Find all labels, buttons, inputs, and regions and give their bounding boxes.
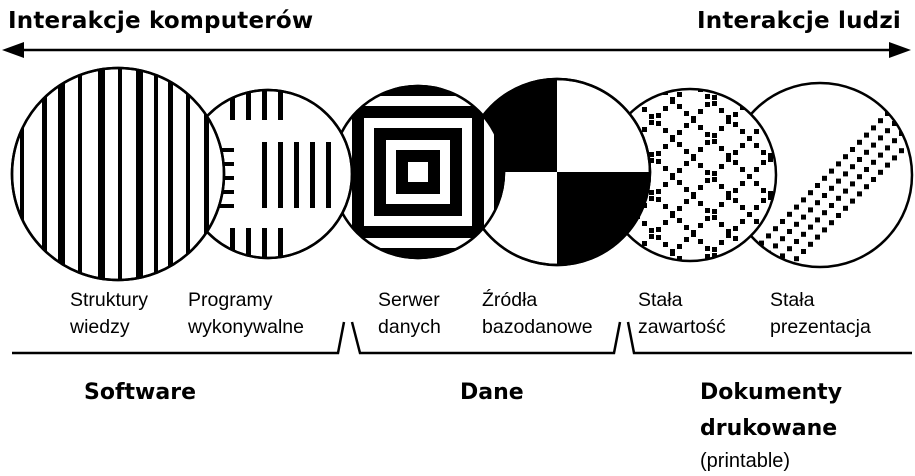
header-right-label: Interakcje ludzi — [696, 8, 901, 34]
bracket-dane — [350, 321, 622, 355]
circle-serwer-danych — [330, 84, 506, 260]
arrow-head-right — [889, 42, 911, 58]
bracket-dokumenty — [626, 321, 912, 355]
arrow-head-left — [2, 42, 24, 58]
label-serwer-danych: Serwer danych — [378, 289, 441, 338]
label-struktury-wiedzy: Struktury wiedzy — [70, 289, 149, 338]
interaction-arrow — [2, 42, 911, 58]
group-brackets — [12, 321, 912, 355]
group-title-dokumenty: Dokumenty — [700, 380, 843, 405]
circle-struktury-wiedzy — [10, 66, 226, 282]
group-title-drukowane: drukowane — [700, 416, 838, 441]
label-stala-zawartosc: Stała zawartość — [638, 289, 726, 338]
label-zrodla-bazodanowe: Źródła bazodanowe — [482, 289, 593, 338]
group-title-software: Software — [84, 380, 196, 405]
label-stala-prezentacja: Stała prezentacja — [770, 289, 871, 338]
header-left-label: Interakcje komputerów — [8, 8, 314, 34]
bracket-software — [12, 321, 346, 355]
group-note-printable: (printable) — [700, 450, 791, 472]
group-title-dane: Dane — [460, 380, 524, 405]
label-programy-wykonywalne: Programy wykonywalne — [188, 289, 304, 338]
